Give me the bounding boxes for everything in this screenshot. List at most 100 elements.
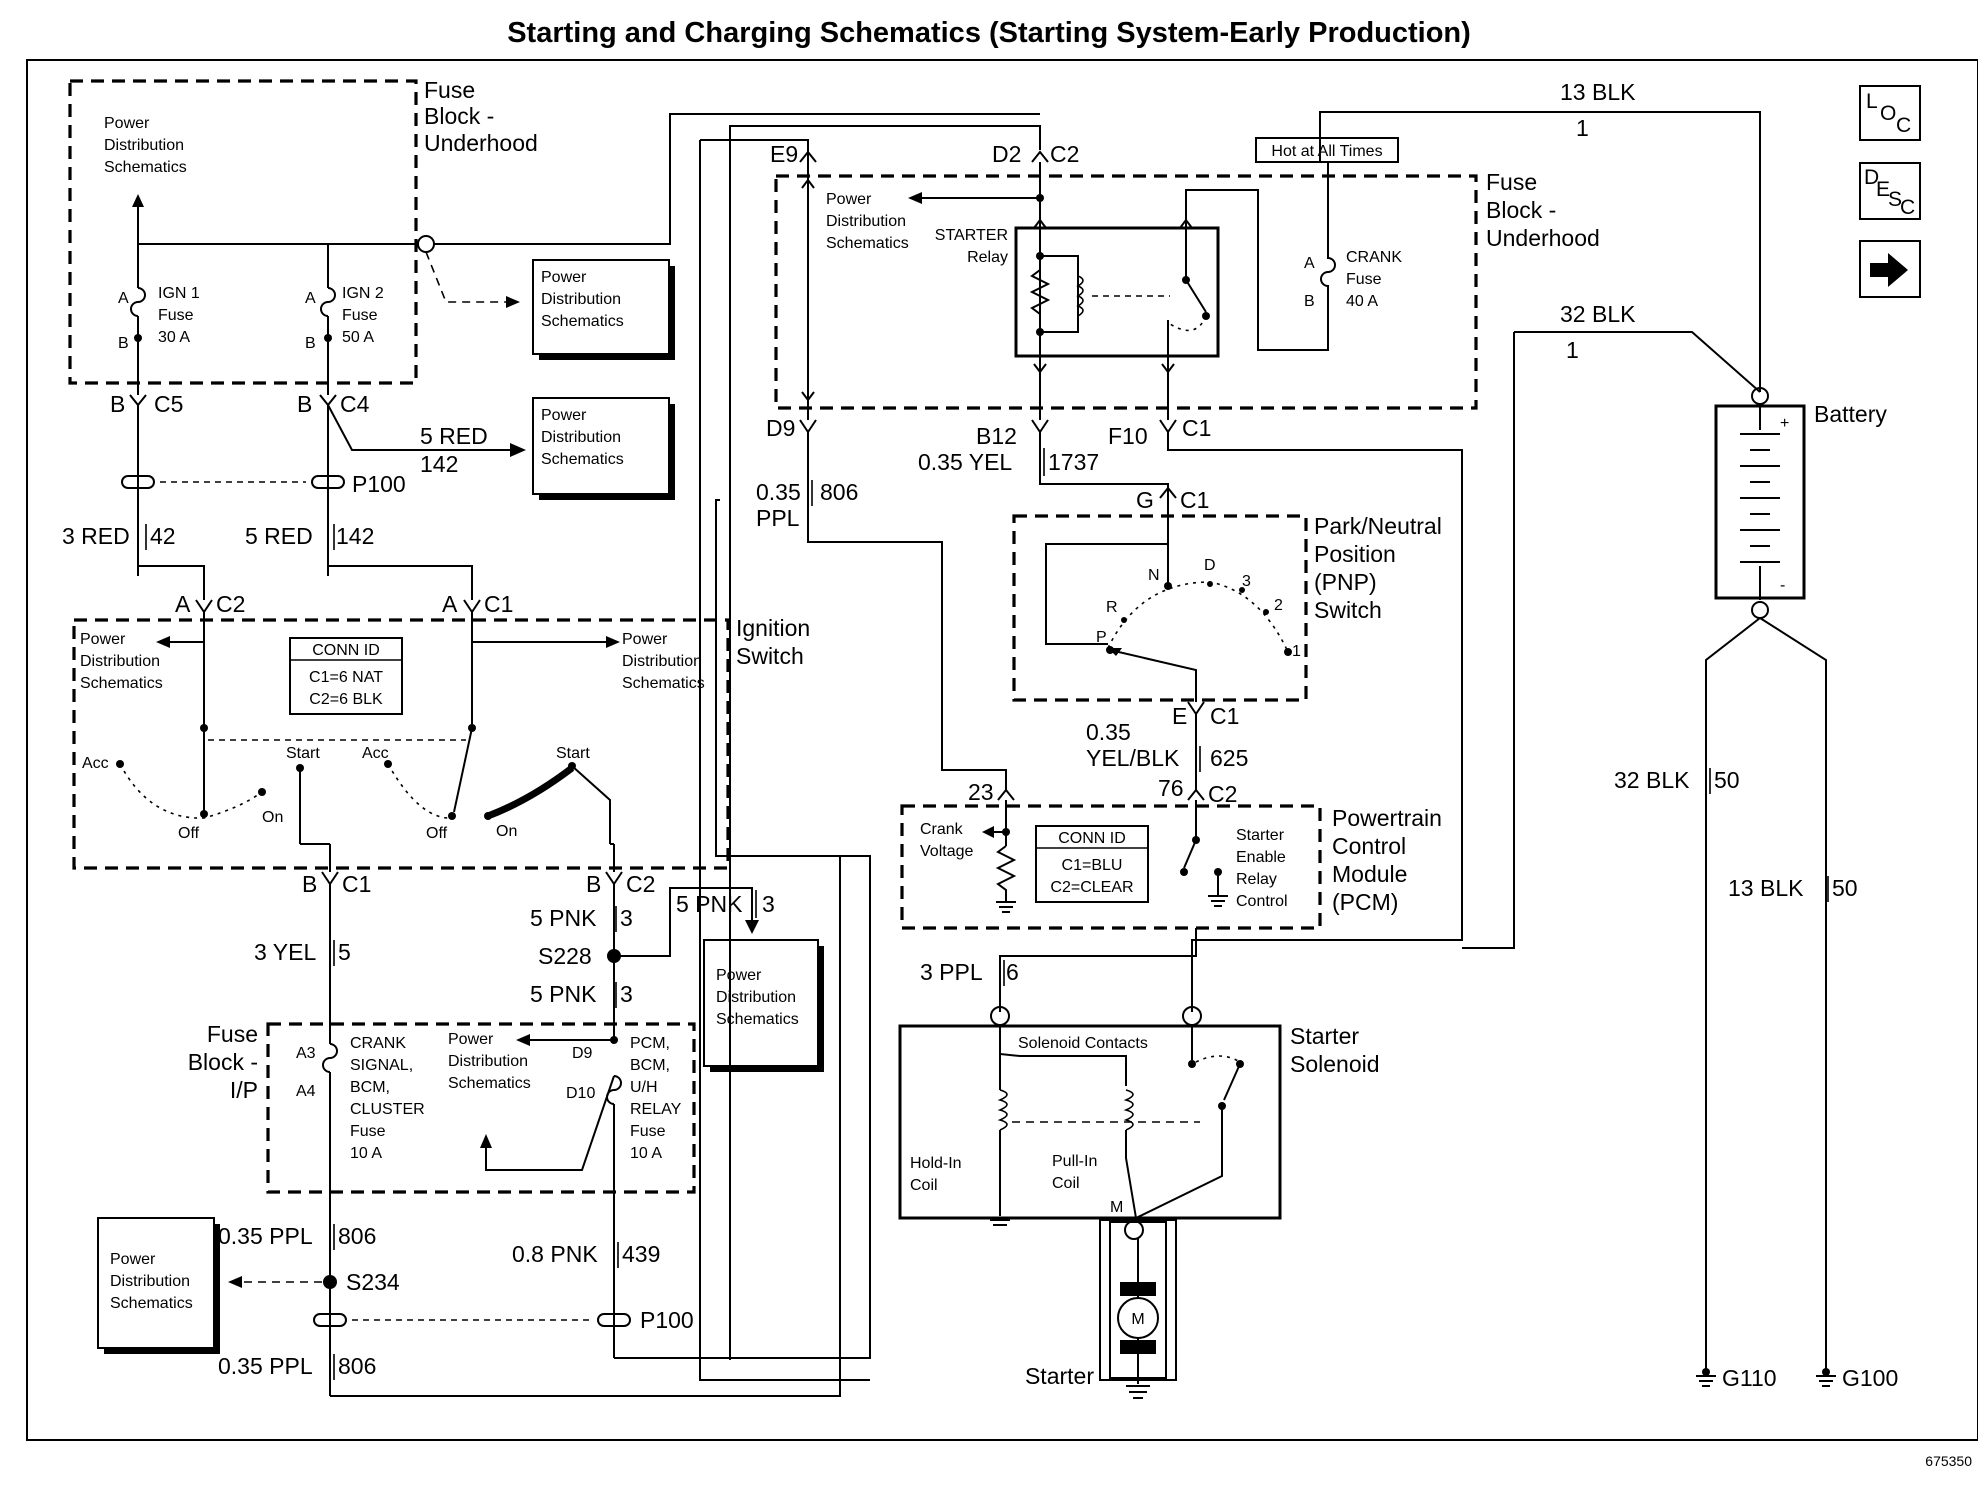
ign-conn-c1b: C1 — [342, 871, 371, 897]
ign2-start: Start — [556, 745, 590, 762]
pin-a4: A4 — [296, 1083, 316, 1100]
pds-relay-2: Distribution — [826, 213, 906, 230]
wire-32-blk: 32 BLK — [1614, 767, 1690, 793]
fuse-block-ip-label-2: Block - — [188, 1049, 258, 1075]
wire-035-yb: 0.35 — [1086, 719, 1131, 745]
ground-g110: G110 — [1722, 1365, 1777, 1391]
pcm-block — [900, 804, 1322, 930]
pnp-label-4: Switch — [1314, 597, 1382, 623]
ign-pin-b-c2: B — [586, 871, 601, 897]
wire-035-ppl-b: 0.35 PPL — [218, 1353, 313, 1379]
pin-b-c5: B — [110, 391, 125, 417]
wire-806-d9: 806 — [820, 479, 858, 505]
pds-box-1: Power Distribution Schematics — [532, 259, 675, 360]
ign2-label-1: IGN 2 — [342, 285, 384, 302]
ignition-switch-label-2: Switch — [736, 643, 804, 669]
fuse-block-uh-left-label-1: Fuse — [424, 77, 475, 103]
pull-in-1: Pull-In — [1052, 1153, 1097, 1170]
wire-5-pnk-c: 5 PNK — [530, 981, 597, 1007]
wire-13-blk-top: 13 BLK — [1560, 79, 1636, 105]
crank-signal-5: Fuse — [350, 1123, 386, 1140]
pds-box-3: Power Distribution Schematics — [703, 939, 824, 1072]
pnp-pos-3: 3 — [1242, 573, 1251, 590]
ign2-off: Off — [426, 825, 448, 842]
wire-50-a: 50 — [1714, 767, 1740, 793]
wire-13-blk: 13 BLK — [1728, 875, 1804, 901]
conn-c2-top: C2 — [1050, 141, 1079, 167]
pds-ign-left-1: Power — [80, 631, 126, 648]
pds-box-4: Power Distribution Schematics — [97, 1217, 220, 1354]
pin-b-c4: B — [297, 391, 312, 417]
hold-in-1: Hold-In — [910, 1155, 962, 1172]
ignition-switch-label-1: Ignition — [736, 615, 810, 641]
figure-id: 675350 — [1925, 1453, 1972, 1469]
fuse-block-uh-left-label-3: Underhood — [424, 130, 538, 156]
ign2-acc: Acc — [362, 745, 389, 762]
pin-d10-ip: D10 — [566, 1085, 595, 1102]
starter-relay — [1014, 226, 1220, 358]
fuse-block-ip — [266, 1022, 696, 1194]
pds-b2-1: Power — [541, 407, 587, 424]
crank-signal-1: CRANK — [350, 1035, 406, 1052]
m-terminal: M — [1110, 1199, 1123, 1216]
wire-3-b: 3 — [762, 891, 775, 917]
ign1-on: On — [262, 809, 283, 826]
pds-ign-right-3: Schematics — [622, 675, 705, 692]
pds-ip-1: Power — [448, 1031, 494, 1048]
wire-13-blk-top-pin: 1 — [1576, 115, 1589, 141]
fuse-block-ip-label-1: Fuse — [207, 1021, 258, 1047]
crank-signal-3: BCM, — [350, 1079, 390, 1096]
pin-d9-ip: D9 — [572, 1045, 593, 1062]
pin-a3: A3 — [296, 1045, 316, 1062]
wire-625: 625 — [1210, 745, 1248, 771]
pin-f10: F10 — [1108, 423, 1148, 449]
diagram-frame — [26, 59, 1978, 1441]
fuse-block-uh-right-label-2: Block - — [1486, 197, 1556, 223]
starter-enable-1: Starter — [1236, 827, 1285, 844]
pcm-label-2: Control — [1332, 833, 1406, 859]
hold-in-2: Coil — [910, 1177, 938, 1194]
s234-label: S234 — [346, 1269, 400, 1295]
ign-conn-c2b: C2 — [626, 871, 655, 897]
pnp-label-2: Position — [1314, 541, 1396, 567]
p100-top-label: P100 — [352, 471, 406, 497]
conn-id-ign-title: CONN ID — [312, 642, 380, 659]
desc-button[interactable]: D E S C — [1859, 162, 1921, 220]
pcm-bcm-5: Fuse — [630, 1123, 666, 1140]
ign2-on: On — [496, 823, 517, 840]
next-button[interactable] — [1859, 240, 1921, 298]
pcm-bcm-4: RELAY — [630, 1101, 682, 1118]
loc-button[interactable]: L O C — [1859, 85, 1921, 141]
starter-solenoid-label-1: Starter — [1290, 1023, 1359, 1049]
pnp-pin-g: G — [1136, 487, 1154, 513]
loc-letter-2: O — [1880, 102, 1896, 125]
pnp-pos-p: P — [1096, 629, 1107, 646]
wire-ppl-a: PPL — [756, 505, 800, 531]
fuse-block-uh-right-label-3: Underhood — [1486, 225, 1600, 251]
pds-ign-left-2: Distribution — [80, 653, 160, 670]
desc-letter-1: D — [1864, 166, 1879, 189]
starter-enable-3: Relay — [1236, 871, 1277, 888]
pnp-conn-c1: C1 — [1180, 487, 1209, 513]
pds-b4-3: Schematics — [110, 1295, 193, 1312]
fuse-block-underhood-left — [68, 79, 418, 385]
pds-ign-right-2: Distribution — [622, 653, 702, 670]
conn-id-ign-line2: C2=6 BLK — [309, 691, 383, 708]
pnp-pos-n: N — [1148, 567, 1160, 584]
crank-signal-6: 10 A — [350, 1145, 382, 1162]
ign-conn-c1: C1 — [484, 591, 513, 617]
starter-enable-4: Control — [1236, 893, 1288, 910]
pds-b4-1: Power — [110, 1251, 156, 1268]
wire-5-pnk-a: 5 PNK — [530, 905, 597, 931]
starter-relay-label-1: STARTER — [935, 227, 1008, 244]
wire-142-top: 142 — [420, 451, 458, 477]
pds-box-2: Power Distribution Schematics — [532, 397, 675, 500]
wire-50-b: 50 — [1832, 875, 1858, 901]
pds-b2-2: Distribution — [541, 429, 621, 446]
starter-relay-label-2: Relay — [967, 249, 1008, 266]
pds-label-a1: Power — [104, 115, 150, 132]
wire-5: 5 — [338, 939, 351, 965]
ign-pin-b-c1: B — [302, 871, 317, 897]
wire-5-pnk-b: 5 PNK — [676, 891, 743, 917]
